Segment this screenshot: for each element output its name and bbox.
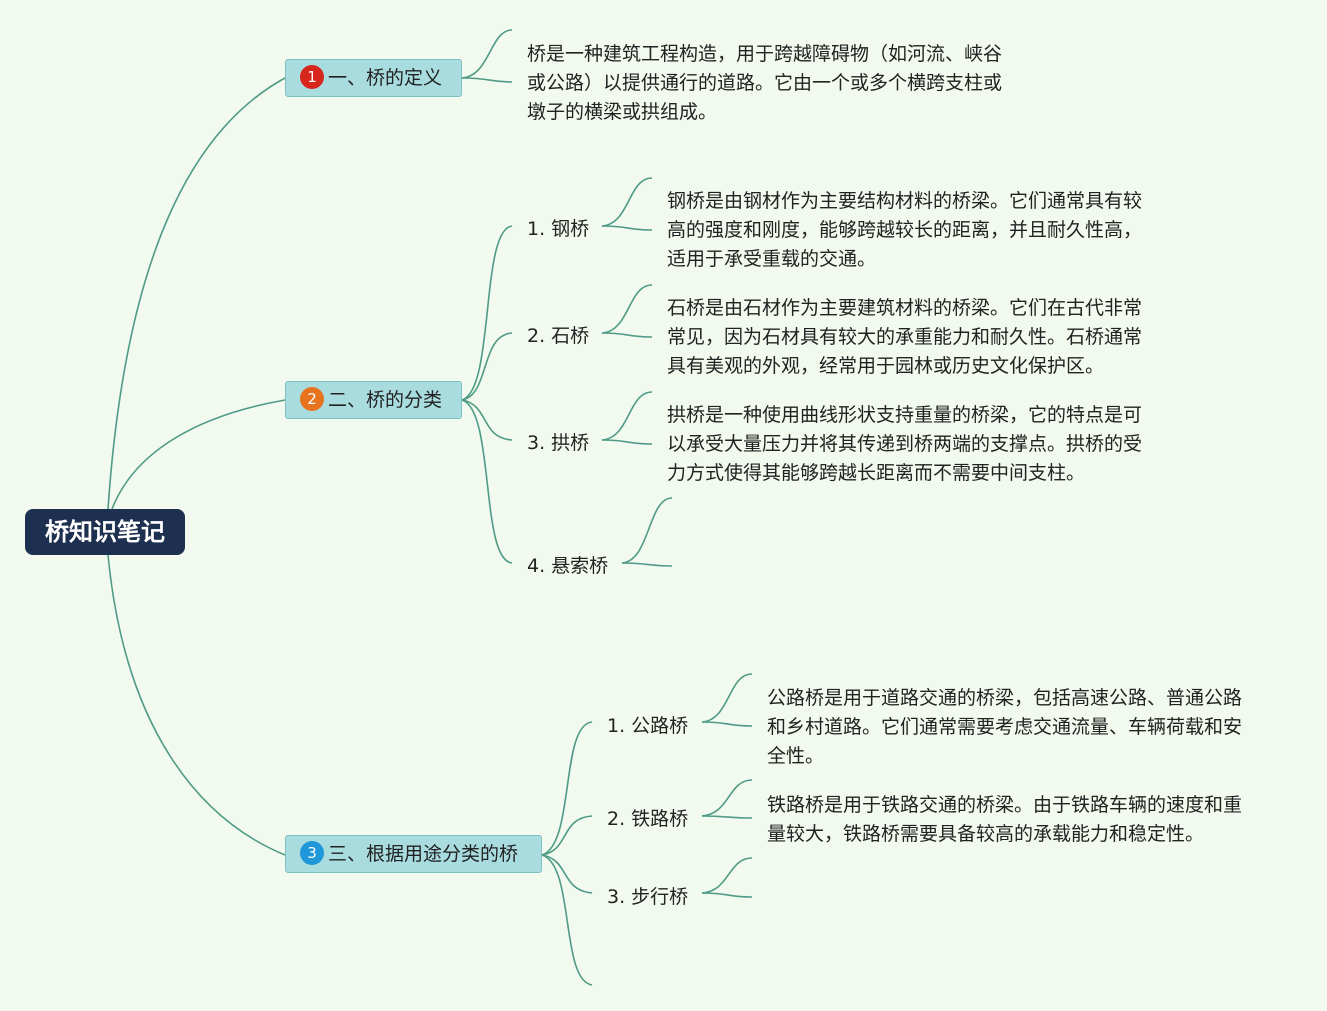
subtopic-highway-bridge[interactable]: 1. 公路桥	[607, 715, 689, 737]
link-root-topic1	[107, 77, 286, 510]
link-t3sub1-desc-b	[701, 721, 753, 727]
link-sub3-desc	[601, 391, 653, 441]
link-topic2-sub2	[461, 332, 513, 401]
desc-line: 全性。	[767, 745, 825, 767]
subtopic-steel-bridge[interactable]: 1. 钢桥	[527, 218, 590, 240]
link-sub2-desc	[601, 284, 653, 334]
link-root-topic3	[107, 554, 286, 856]
link-topic1-desc-b	[461, 77, 513, 83]
link-sub1-desc-b	[601, 225, 653, 231]
link-topic2-sub4	[461, 399, 513, 564]
desc-line: 拱桥是一种使用曲线形状支持重量的桥梁，它的特点是可	[667, 404, 1143, 426]
link-t3sub2-desc-b	[701, 815, 753, 819]
link-sub4-desc	[621, 497, 673, 564]
link-topic2-sub1	[461, 225, 513, 401]
desc-line: 公路桥是用于道路交通的桥梁，包括高速公路、普通公路	[767, 687, 1243, 709]
link-topic3-sub3	[541, 854, 593, 894]
desc-line: 具有美观的外观，经常用于园林或历史文化保护区。	[667, 355, 1105, 377]
badge-number-2: 2	[300, 386, 324, 411]
link-root-topic2	[111, 399, 286, 510]
desc-line: 适用于承受重载的交通。	[667, 248, 877, 270]
desc-line: 以承受大量压力并将其传递到桥两端的支撑点。拱桥的受	[667, 433, 1143, 455]
railway-bridge-description[interactable]: 铁路桥是用于铁路交通的桥梁。由于铁路车辆的速度和重 量较大，铁路桥需要具备较高的…	[767, 791, 1242, 849]
badge-number-1: 1	[300, 64, 324, 89]
badge-number-3: 3	[300, 840, 324, 865]
desc-line: 墩子的横梁或拱组成。	[527, 101, 718, 123]
link-topic3-sub2	[541, 815, 593, 856]
link-t3sub3-desc	[701, 857, 753, 894]
desc-line: 钢桥是由钢材作为主要结构材料的桥梁。它们通常具有较	[667, 190, 1143, 212]
topic-label: 二、桥的分类	[328, 389, 443, 411]
stone-bridge-description[interactable]: 石桥是由石材作为主要建筑材料的桥梁。它们在古代非常 常见，因为石材具有较大的承重…	[667, 294, 1142, 381]
desc-line: 力方式使得其能够跨越长距离而不需要中间支柱。	[667, 462, 1086, 484]
link-sub4-desc-b	[621, 562, 673, 567]
desc-line: 桥是一种建筑工程构造，用于跨越障碍物（如河流、峡谷	[527, 43, 1003, 65]
subtopic-pedestrian-bridge[interactable]: 3. 步行桥	[607, 886, 689, 908]
link-t3sub2-desc	[701, 779, 753, 817]
desc-line: 铁路桥是用于铁路交通的桥梁。由于铁路车辆的速度和重	[767, 794, 1243, 816]
topic1-description[interactable]: 桥是一种建筑工程构造，用于跨越障碍物（如河流、峡谷 或公路）以提供通行的道路。它…	[527, 40, 1002, 127]
link-sub2-desc-b	[601, 332, 653, 338]
subtopic-arch-bridge[interactable]: 3. 拱桥	[527, 432, 590, 454]
subtopic-railway-bridge[interactable]: 2. 铁路桥	[607, 808, 689, 830]
desc-line: 石桥是由石材作为主要建筑材料的桥梁。它们在古代非常	[667, 297, 1143, 319]
subtopic-stone-bridge[interactable]: 2. 石桥	[527, 325, 590, 347]
topic-label: 一、桥的定义	[328, 67, 443, 89]
steel-bridge-description[interactable]: 钢桥是由钢材作为主要结构材料的桥梁。它们通常具有较 高的强度和刚度，能够跨越较长…	[667, 187, 1142, 274]
subtopic-suspension-bridge[interactable]: 4. 悬索桥	[527, 555, 609, 577]
desc-line: 和乡村道路。它们通常需要考虑交通流量、车辆荷载和安	[767, 716, 1243, 738]
link-topic3-sub4	[541, 854, 593, 986]
link-topic1-desc	[461, 29, 513, 79]
desc-line: 常见，因为石材具有较大的承重能力和耐久性。石桥通常	[667, 326, 1143, 348]
link-topic2-sub3	[461, 399, 513, 441]
highway-bridge-description[interactable]: 公路桥是用于道路交通的桥梁，包括高速公路、普通公路 和乡村道路。它们通常需要考虑…	[767, 684, 1242, 771]
arch-bridge-description[interactable]: 拱桥是一种使用曲线形状支持重量的桥梁，它的特点是可 以承受大量压力并将其传递到桥…	[667, 401, 1142, 488]
desc-line: 量较大，铁路桥需要具备较高的承载能力和稳定性。	[767, 823, 1205, 845]
link-topic3-sub1	[541, 721, 593, 856]
link-sub3-desc-b	[601, 439, 653, 445]
topic-label: 三、根据用途分类的桥	[328, 843, 519, 865]
link-t3sub3-desc-b	[701, 892, 753, 898]
link-t3sub1-desc	[701, 673, 753, 723]
root-node[interactable]: 桥知识笔记	[25, 509, 185, 555]
desc-line: 或公路）以提供通行的道路。它由一个或多个横跨支柱或	[527, 72, 1003, 94]
link-sub1-desc	[601, 177, 653, 227]
desc-line: 高的强度和刚度，能够跨越较长的距离，并且耐久性高，	[667, 219, 1143, 241]
